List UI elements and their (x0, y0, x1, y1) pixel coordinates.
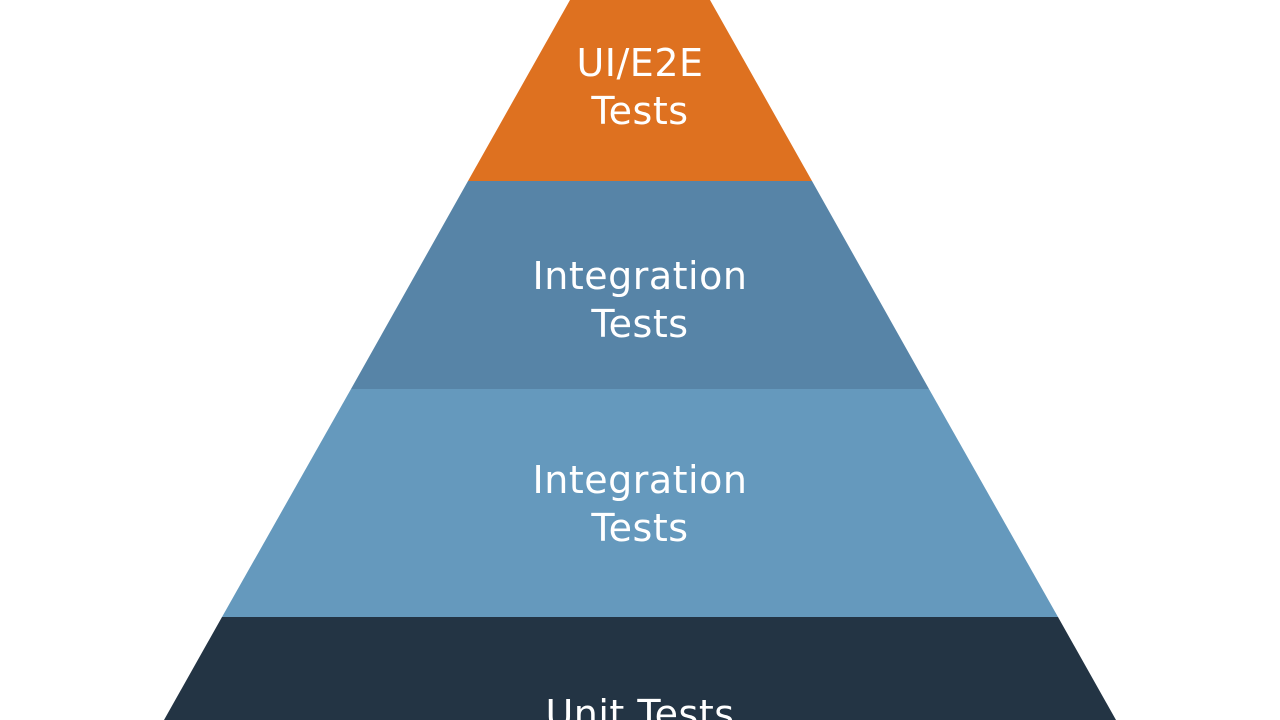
tier-integration-lower (222, 389, 1058, 617)
tier-label-integration-upper: Integration Tests (532, 254, 748, 346)
tier-integration-upper (351, 181, 929, 389)
tier-unit (164, 617, 1116, 720)
tier-label-ui-e2e: UI/E2E Tests (576, 41, 704, 133)
tier-label-unit: Unit Tests (545, 692, 735, 720)
tier-ui-e2e (468, 0, 812, 181)
tier-label-integration-lower: Integration Tests (532, 458, 748, 550)
